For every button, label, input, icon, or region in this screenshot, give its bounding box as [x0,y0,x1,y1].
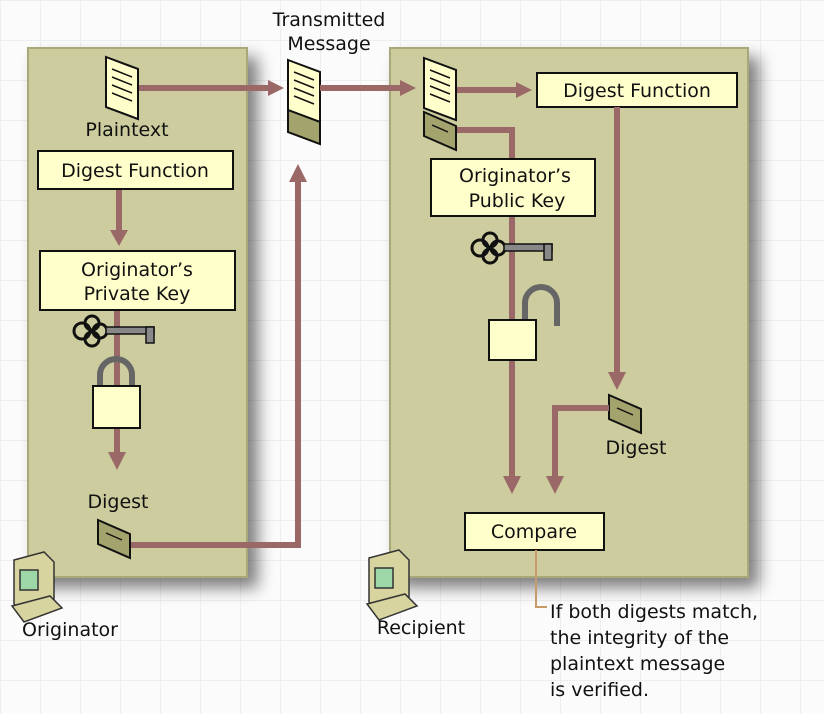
arrow-to-computed-digest [608,372,626,390]
private-key-line2: Private Key [84,283,191,305]
callout-line-3: plaintext message [550,653,725,675]
recipient-digest-function-label: Digest Function [563,80,711,102]
recipient-label: Recipient [377,617,465,639]
public-key-line2: Public Key [469,190,566,212]
plaintext-label: Plaintext [85,119,168,141]
callout-line-1: If both digests match, [550,601,758,623]
recipient-digest-label: Digest [605,437,666,459]
private-key-line1: Originator’s [81,259,193,281]
arrow-to-recipient [400,80,416,96]
transmitted-digest-icon [287,108,321,146]
callout-line [535,550,547,608]
recipient-digest-function-box [536,72,738,108]
arrow-to-private-key [110,230,128,246]
arrow-up-to-transmitted [289,164,307,182]
recipient-computer-icon [366,549,418,621]
public-key-box [430,158,596,217]
transmitted-message-title-line2: Message [287,33,370,55]
open-lock-icon [488,284,560,361]
public-key-line1: Originator’s [459,165,571,187]
arrow-decrypted-to-compare [503,476,521,494]
originator-digest-label: Digest [87,491,148,513]
arrow-to-recipient-digest-function [516,82,532,98]
arrow-to-transmitted [268,80,284,96]
callout-line-4: is verified. [550,679,649,701]
originator-panel [27,47,248,578]
originator-digest-function-box [37,150,234,190]
closed-lock-icon [92,356,141,429]
originator-digest-function-label: Digest Function [61,160,209,182]
compare-box [464,512,605,551]
arrow-to-digest [108,452,126,470]
private-key-box [39,250,236,311]
callout-line-2: the integrity of the [550,627,729,649]
recipient-document-icon [423,57,457,121]
originator-label: Originator [22,619,118,641]
plaintext-document-icon [105,56,139,120]
compare-label: Compare [491,521,577,543]
transmitted-message-title-line1: Transmitted [272,9,386,31]
originator-computer-icon [11,551,63,623]
arrow-computed-to-compare [546,476,564,494]
